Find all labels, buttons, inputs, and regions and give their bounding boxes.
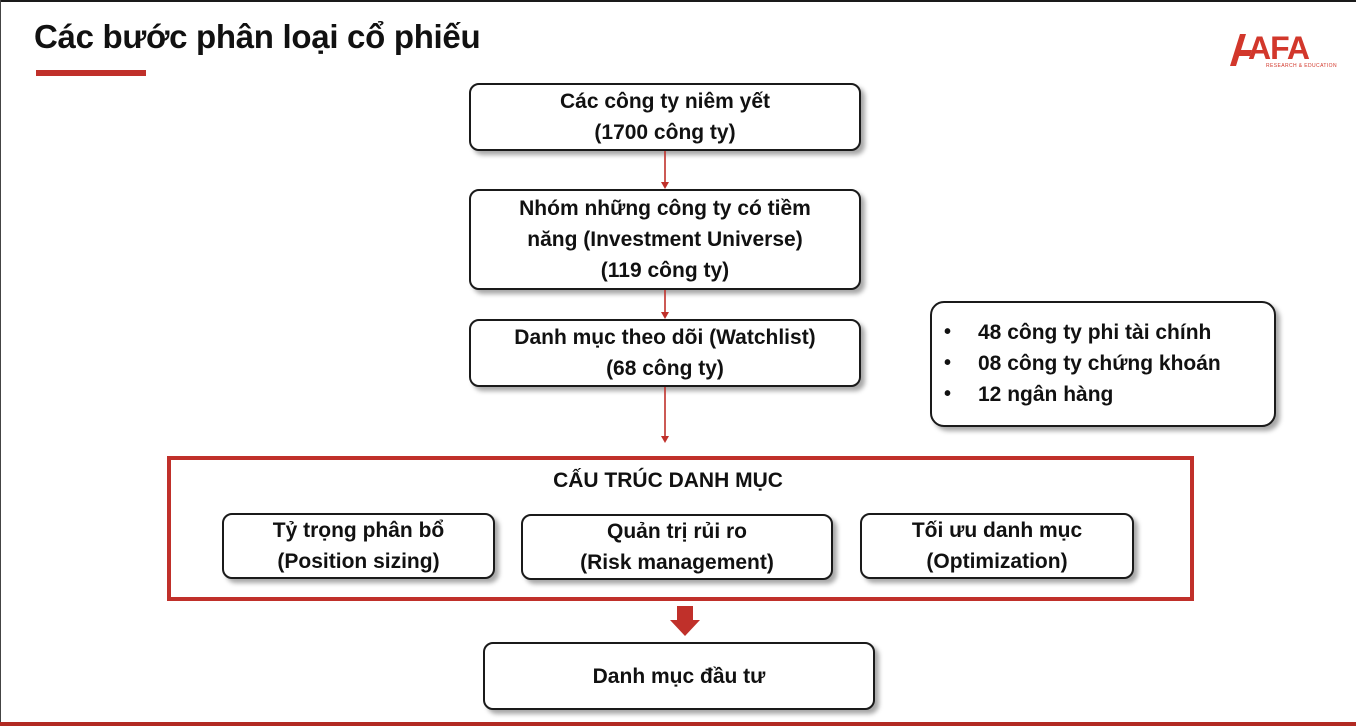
slide-title: Các bước phân loại cổ phiếu bbox=[34, 18, 481, 55]
investment-portfolio-label: Danh mục đầu tư bbox=[592, 664, 766, 688]
investment-universe-count: (119 công ty) bbox=[600, 259, 730, 282]
slide-top-border bbox=[0, 0, 1356, 2]
listed-companies-box: Các công ty niêm yết (1700 công ty) bbox=[469, 83, 861, 151]
watchlist-label: Danh mục theo dõi (Watchlist) bbox=[514, 326, 816, 349]
risk-management-box: Quản trị rủi ro (Risk management) bbox=[521, 514, 833, 580]
optimization-box: Tối ưu danh mục (Optimization) bbox=[860, 513, 1134, 579]
optimization-sublabel: (Optimization) bbox=[926, 550, 1068, 573]
breakdown-item-text: 48 công ty phi tài chính bbox=[978, 321, 1212, 344]
logo-text: AFA bbox=[1248, 30, 1310, 66]
afa-logo: AFA RESEARCH & EDUCATION bbox=[1226, 28, 1338, 72]
listed-companies-label: Các công ty niêm yết bbox=[559, 90, 771, 113]
bullet-icon: • bbox=[944, 352, 952, 374]
risk-management-label: Quản trị rủi ro bbox=[606, 520, 747, 543]
logo-subtitle: RESEARCH & EDUCATION bbox=[1266, 63, 1337, 69]
watchlist-box: Danh mục theo dõi (Watchlist) (68 công t… bbox=[469, 319, 861, 387]
breakdown-item: • 12 ngân hàng bbox=[942, 379, 1221, 410]
portfolio-structure-title-row: CẤU TRÚC DANH MỤC bbox=[0, 469, 1356, 493]
position-sizing-label: Tỷ trọng phân bổ bbox=[272, 519, 445, 542]
arrowhead-3 bbox=[661, 436, 669, 443]
investment-universe-label-2: năng (Investment Universe) bbox=[527, 228, 803, 251]
slide-bottom-border bbox=[0, 722, 1356, 726]
risk-management-sublabel: (Risk management) bbox=[580, 551, 774, 574]
bullet-icon: • bbox=[944, 383, 952, 405]
breakdown-item: • 48 công ty phi tài chính bbox=[942, 317, 1221, 348]
watchlist-breakdown-box: • 48 công ty phi tài chính • 08 công ty … bbox=[930, 301, 1276, 427]
slide-left-border bbox=[0, 0, 1, 726]
breakdown-item-text: 08 công ty chứng khoán bbox=[978, 352, 1221, 375]
optimization-label: Tối ưu danh mục bbox=[911, 519, 1083, 542]
arrowhead-2 bbox=[661, 312, 669, 319]
bullet-icon: • bbox=[944, 321, 952, 343]
arrowhead-1 bbox=[661, 182, 669, 189]
portfolio-structure-title: CẤU TRÚC DANH MỤC bbox=[553, 469, 783, 492]
breakdown-list: • 48 công ty phi tài chính • 08 công ty … bbox=[942, 317, 1221, 410]
position-sizing-box: Tỷ trọng phân bổ (Position sizing) bbox=[222, 513, 495, 579]
investment-universe-label-1: Nhóm những công ty có tiềm bbox=[519, 197, 811, 220]
watchlist-count: (68 công ty) bbox=[606, 357, 724, 380]
breakdown-item-text: 12 ngân hàng bbox=[978, 383, 1114, 406]
breakdown-item: • 08 công ty chứng khoán bbox=[942, 348, 1221, 379]
listed-companies-count: (1700 công ty) bbox=[594, 121, 736, 144]
investment-portfolio-box: Danh mục đầu tư bbox=[483, 642, 875, 710]
afa-logo-mark-icon bbox=[1230, 34, 1252, 66]
title-underline bbox=[36, 70, 146, 76]
investment-universe-box: Nhóm những công ty có tiềm năng (Investm… bbox=[469, 189, 861, 290]
position-sizing-sublabel: (Position sizing) bbox=[277, 550, 440, 573]
